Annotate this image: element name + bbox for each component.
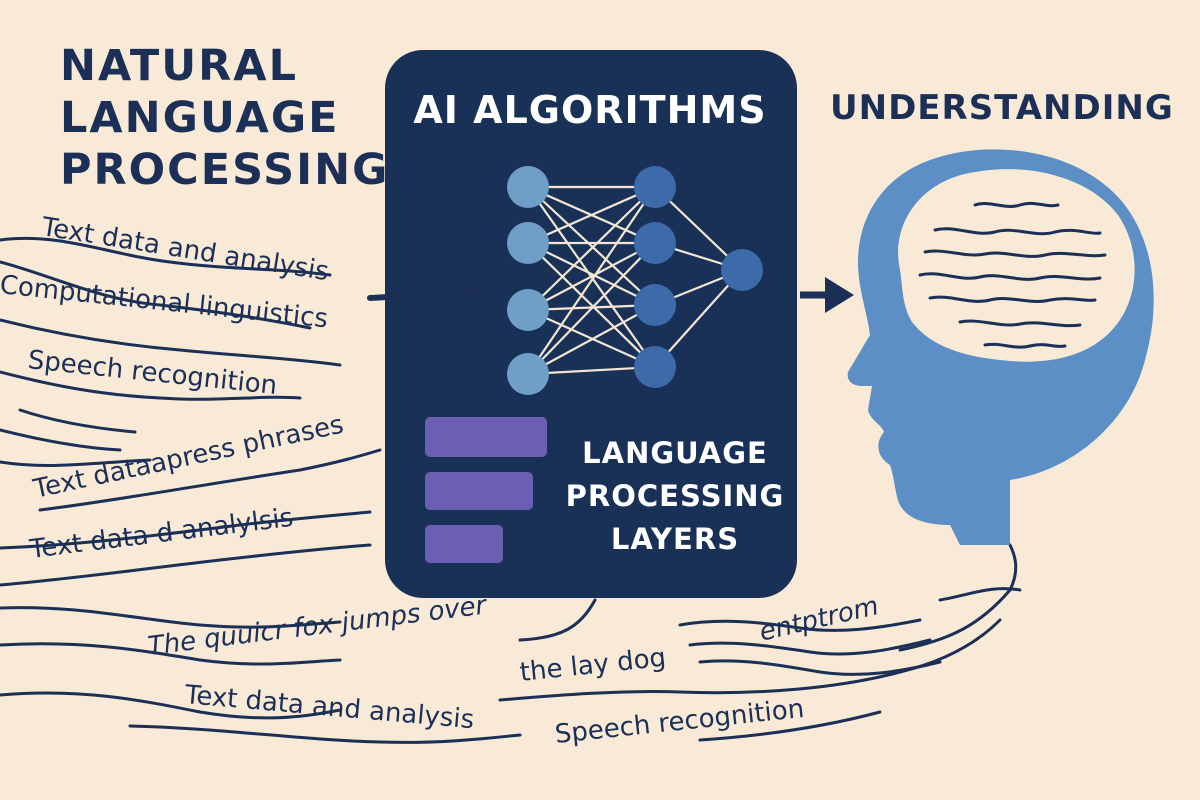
wave-line	[0, 543, 372, 587]
layer-bars	[425, 417, 547, 563]
hidden-node	[634, 166, 676, 208]
wave-line	[898, 543, 1018, 652]
brain-area	[898, 169, 1135, 362]
wave-line	[0, 606, 342, 629]
wave-line	[0, 370, 302, 401]
wave-line	[688, 638, 932, 656]
layers-label-line: PROCESSING	[565, 479, 785, 513]
brain-waves-icon	[918, 201, 1107, 349]
wave-line	[0, 260, 312, 330]
panel-background	[385, 50, 797, 598]
layer-bar	[425, 417, 547, 457]
layers-label-line: LANGUAGE	[582, 436, 768, 470]
nlp-heading-line: PROCESSING	[60, 145, 390, 195]
right-arrow-icon	[800, 277, 854, 313]
output-node	[721, 249, 763, 291]
wave-line	[0, 691, 342, 720]
right-arrow-icon	[367, 277, 487, 319]
nlp-heading-line: LANGUAGE	[60, 93, 340, 143]
nlp-heading: NATURAL LANGUAGE PROCESSING	[60, 40, 390, 196]
ai-algorithms-heading: AI ALGORITHMS	[413, 88, 767, 132]
layer-bar	[425, 525, 503, 563]
input-node	[507, 289, 549, 331]
wave-line	[938, 587, 1022, 602]
wave-line	[678, 618, 922, 632]
wave-line	[38, 448, 382, 512]
wave-line	[698, 710, 882, 742]
hidden-node	[634, 346, 676, 388]
language-processing-layers-label: LANGUAGE PROCESSING LAYERS	[560, 432, 790, 561]
wave-line	[498, 618, 1002, 702]
understanding-heading: UNDERSTANDING	[830, 88, 1174, 128]
wave-line	[0, 510, 372, 550]
hidden-node	[634, 284, 676, 326]
layers-label-line: LAYERS	[610, 522, 740, 556]
wave-line	[0, 428, 122, 452]
network-nodes	[507, 166, 763, 395]
input-node	[507, 222, 549, 264]
wave-line	[128, 724, 522, 744]
wave-line	[0, 236, 332, 277]
nlp-heading-line: NATURAL	[60, 41, 298, 91]
wave-line	[18, 408, 137, 434]
wave-line	[0, 642, 342, 666]
input-node	[507, 166, 549, 208]
layer-bar	[425, 472, 533, 510]
wave-line	[0, 458, 152, 467]
wave-line	[518, 598, 597, 642]
hidden-node	[634, 222, 676, 264]
input-node	[507, 353, 549, 395]
wave-line	[0, 318, 342, 367]
